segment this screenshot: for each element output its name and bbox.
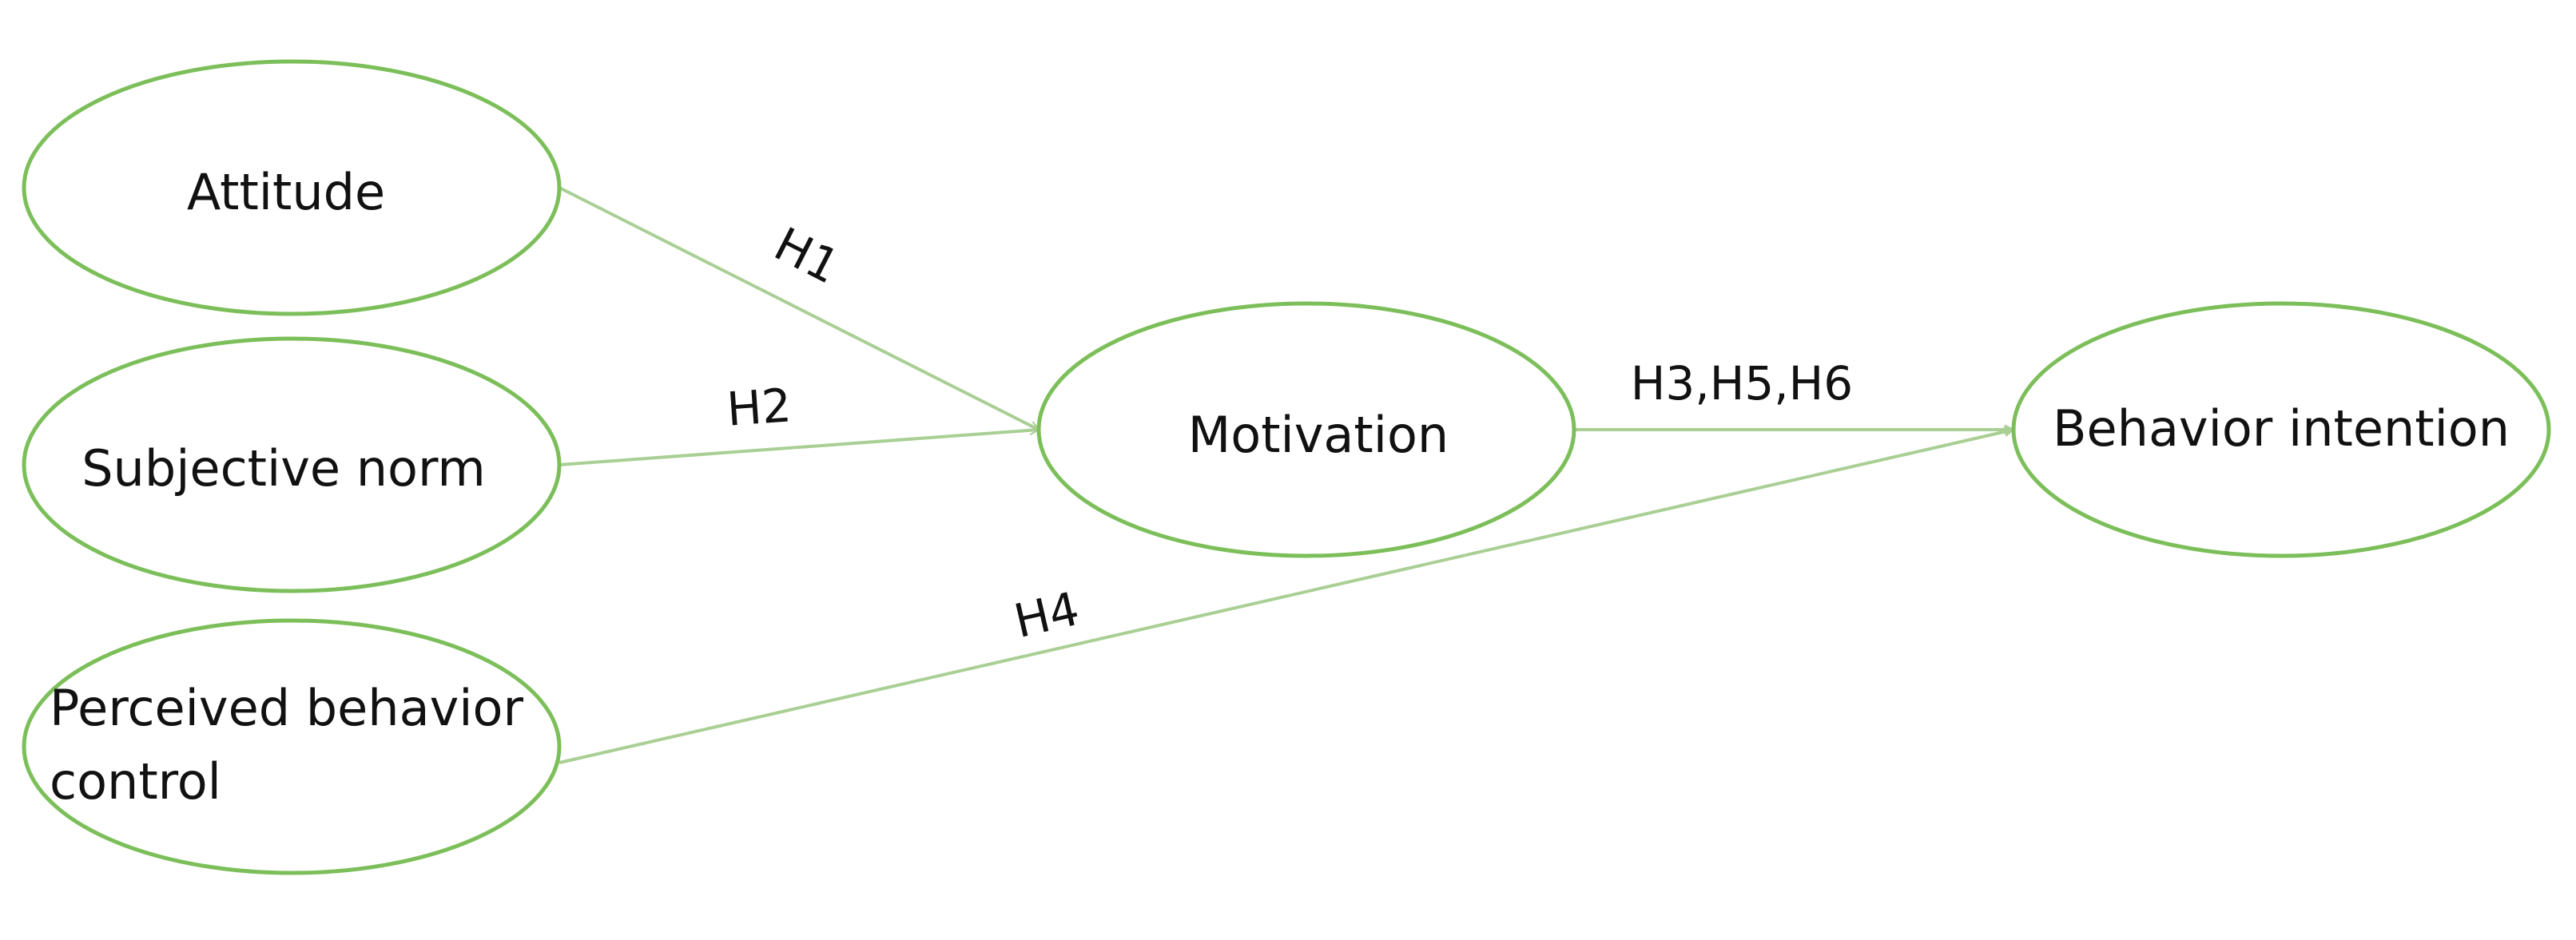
node-behavior-intention: Behavior intention [2011, 301, 2551, 558]
edge-label-h2: H2 [725, 378, 793, 436]
edge-h1 [559, 186, 1039, 431]
node-perceived-behavior-control-ellipse [22, 618, 562, 875]
edge-label-h4: H4 [1009, 581, 1084, 648]
node-motivation-ellipse [1036, 301, 1576, 558]
node-attitude-ellipse [22, 59, 562, 316]
node-motivation-label: Motivation [1188, 406, 1449, 464]
edge-h2 [559, 430, 1039, 466]
node-motivation: Motivation [1036, 301, 1576, 558]
node-attitude: Attitude [22, 59, 562, 316]
node-subjective-norm: Subjective norm [22, 336, 562, 593]
node-behavior-intention-ellipse [2011, 301, 2551, 558]
node-subjective-norm-label: Subjective norm [81, 439, 486, 498]
edge-label-h1: H1 [766, 216, 849, 294]
node-perceived-behavior-control-label-line1: Perceived behavior [50, 679, 523, 737]
edge-h4 [559, 430, 2013, 764]
node-perceived-behavior-control-label-line2: control [50, 752, 221, 811]
node-behavior-intention-label: Behavior intention [2053, 399, 2510, 458]
node-attitude-label: Attitude [187, 163, 385, 221]
node-perceived-behavior-control: Perceived behavior control [22, 618, 562, 875]
edge-label-h3-h5-h6: H3,H5,H6 [1631, 356, 1853, 411]
node-subjective-norm-ellipse [22, 336, 562, 593]
